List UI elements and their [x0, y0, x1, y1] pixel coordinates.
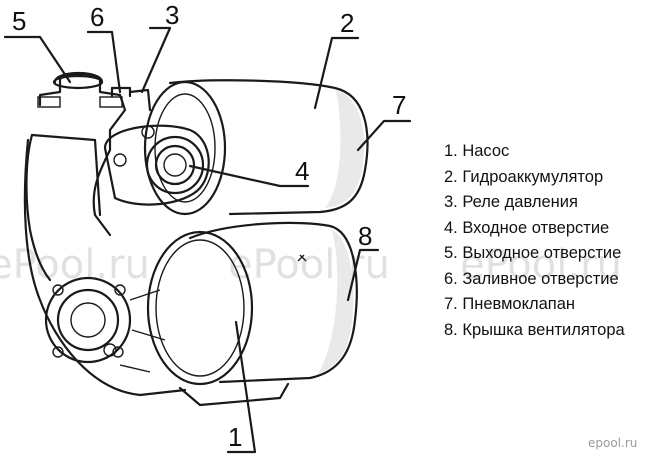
legend-item: 8. Крышка вентилятора — [444, 320, 625, 339]
callout-8: 8 — [358, 221, 372, 251]
legend-item: 5. Выходное отверстие — [444, 244, 622, 262]
hydro-accumulator — [143, 79, 369, 216]
leader-lines — [3, 26, 412, 454]
legend-item: 1. Насос — [444, 142, 510, 160]
legend-item: 3. Реле давления — [444, 193, 578, 211]
legend-item: 7. Пневмоклапан — [444, 295, 576, 313]
watermark: ePool.ru — [460, 242, 622, 288]
callout-1: 1 — [228, 422, 242, 452]
legend-item: 2. Гидроаккумулятор — [444, 167, 604, 186]
watermark-small: epool.ru — [588, 436, 637, 450]
callout-7: 7 — [392, 90, 406, 120]
callout-5: 5 — [12, 6, 26, 36]
callout-3: 3 — [165, 0, 179, 30]
callout-6: 6 — [90, 2, 104, 32]
callout-2: 2 — [340, 8, 354, 38]
parts-legend: 1. Насос 2. Гидроаккумулятор 3. Реле дав… — [444, 139, 625, 343]
pump-housing — [23, 72, 210, 397]
legend-item: 4. Входное отверстие — [444, 218, 610, 237]
legend-item: 6. Заливное отверстие — [444, 269, 619, 288]
motor-body — [146, 221, 358, 407]
callout-4: 4 — [295, 156, 309, 186]
